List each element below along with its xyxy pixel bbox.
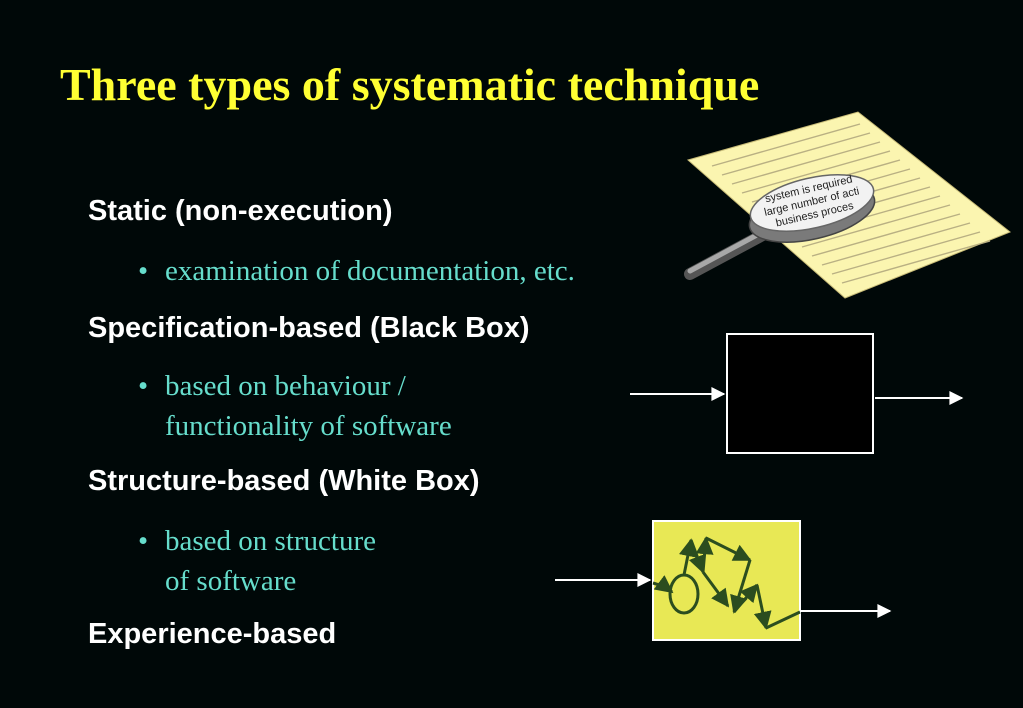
bullet-marker: •: [138, 255, 149, 287]
white-box: [652, 520, 801, 641]
white-box-diagram: [555, 520, 892, 641]
control-flow-paths: [652, 536, 801, 630]
black-box: [726, 333, 874, 454]
heading-static: Static (non-execution): [88, 195, 393, 227]
black-box-diagram: [630, 333, 964, 454]
heading-structure-based: Structure-based (White Box): [88, 465, 480, 497]
slide-title: Three types of systematic technique: [60, 59, 760, 110]
bullet-marker: •: [138, 525, 149, 557]
heading-specification-based: Specification-based (Black Box): [88, 312, 530, 344]
magnifying-glass-icon: system is required large number of acti …: [684, 173, 876, 280]
bullet-static-line-1: examination of documentation, etc.: [165, 255, 575, 287]
bullet-struct-line-1: based on structure: [165, 525, 376, 557]
bullet-marker: •: [138, 370, 149, 402]
bullet-struct-line-2: of software: [165, 565, 297, 597]
bullet-spec-line-2: functionality of software: [165, 410, 452, 442]
bullet-spec-line-1: based on behaviour /: [165, 370, 406, 402]
heading-experience-based: Experience-based: [88, 618, 337, 650]
